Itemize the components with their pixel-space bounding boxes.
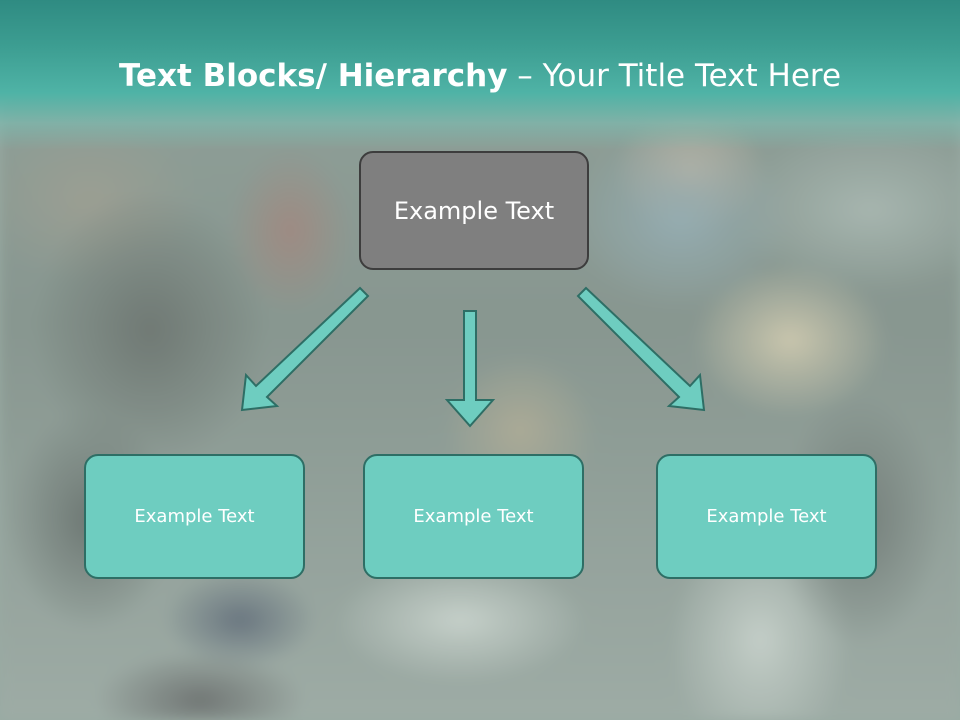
child-text-label: Example Text xyxy=(413,506,534,527)
arrow-right xyxy=(576,286,706,412)
child-text-block-middle[interactable]: Example Text xyxy=(363,454,584,579)
arrow-left xyxy=(240,286,370,412)
child-text-block-right[interactable]: Example Text xyxy=(656,454,877,579)
root-text-block[interactable]: Example Text xyxy=(359,151,589,270)
slide-title: Text Blocks/ Hierarchy – Your Title Text… xyxy=(0,48,960,104)
child-text-label: Example Text xyxy=(134,506,255,527)
child-text-label: Example Text xyxy=(706,506,827,527)
title-band xyxy=(0,0,960,150)
slide-title-rest: – Your Title Text Here xyxy=(507,58,842,94)
arrow-middle xyxy=(444,310,496,428)
child-text-block-left[interactable]: Example Text xyxy=(84,454,305,579)
root-text-label: Example Text xyxy=(393,196,555,225)
slide-title-bold: Text Blocks/ Hierarchy xyxy=(118,58,508,94)
